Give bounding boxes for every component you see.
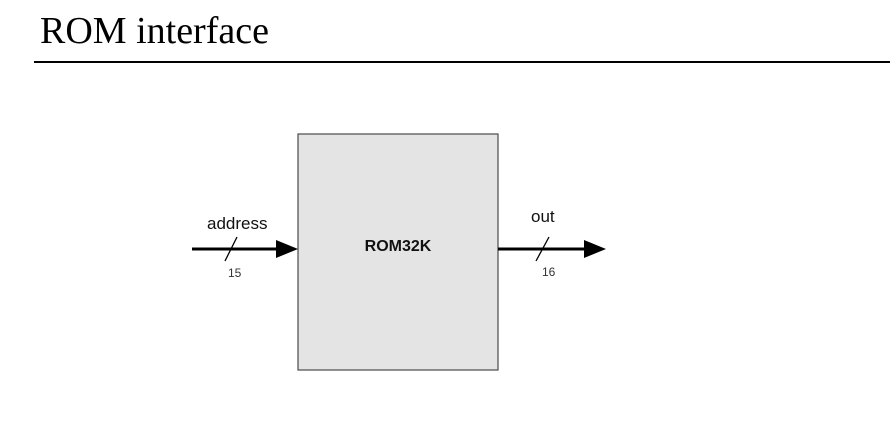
- address-input-arrowhead: [276, 240, 298, 258]
- out-output-arrowhead: [584, 240, 606, 258]
- out-bus-slash: [535, 236, 550, 262]
- address-bus-width: 15: [228, 266, 242, 280]
- title-divider: [34, 61, 890, 63]
- chip-name-label: ROM32K: [365, 238, 432, 255]
- rom32k-chip-box: [297, 133, 499, 371]
- out-output-label: out: [531, 207, 555, 226]
- slide-title: ROM interface: [40, 10, 269, 52]
- out-bus-width: 16: [542, 265, 556, 279]
- address-bus-slash: [224, 236, 238, 262]
- address-input-label: address: [207, 214, 267, 233]
